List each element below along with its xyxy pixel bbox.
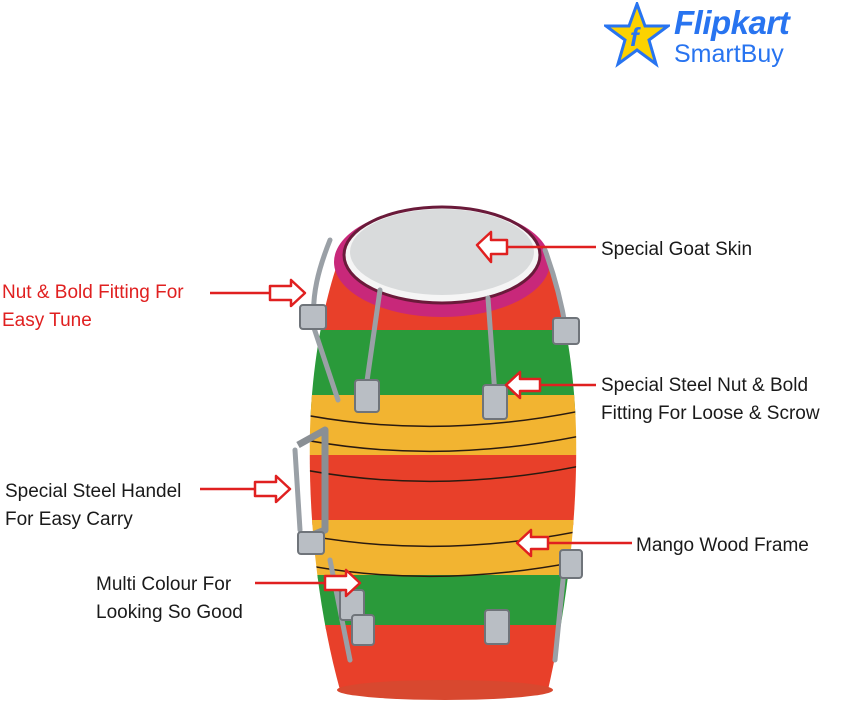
callout-multi-colour-line1: Multi Colour For [96,574,232,595]
callout-goat-skin: Special Goat Skin [601,236,752,264]
callout-nut-bolt-line2: Easy Tune [2,310,92,331]
callout-multi-colour: Multi Colour For Looking So Good [96,571,243,627]
callout-multi-colour-line2: Looking So Good [96,602,243,623]
callout-nut-bolt: Nut & Bold Fitting For Easy Tune [2,279,184,335]
svg-text:f: f [630,22,641,52]
flipkart-star-icon: f [604,2,670,68]
logo-title: Flipkart [674,4,790,41]
logo-subtitle: SmartBuy [674,40,784,68]
callout-mango-wood: Mango Wood Frame [636,532,809,560]
callout-nut-bolt-line1: Nut & Bold Fitting For [2,282,184,303]
callout-handle: Special Steel Handel For Easy Carry [5,478,181,534]
callout-steel-nut: Special Steel Nut & Bold Fitting For Loo… [601,372,820,428]
callout-steel-nut-line1: Special Steel Nut & Bold [601,375,809,396]
callout-mango-wood-line1: Mango Wood Frame [636,535,809,556]
flipkart-smartbuy-logo: f Flipkart SmartBuy [604,2,819,72]
callout-handle-line1: Special Steel Handel [5,481,182,502]
callout-handle-line2: For Easy Carry [5,509,133,530]
callout-goat-skin-line1: Special Goat Skin [601,239,753,260]
callout-steel-nut-line2: Fitting For Loose & Scrow [601,403,820,424]
